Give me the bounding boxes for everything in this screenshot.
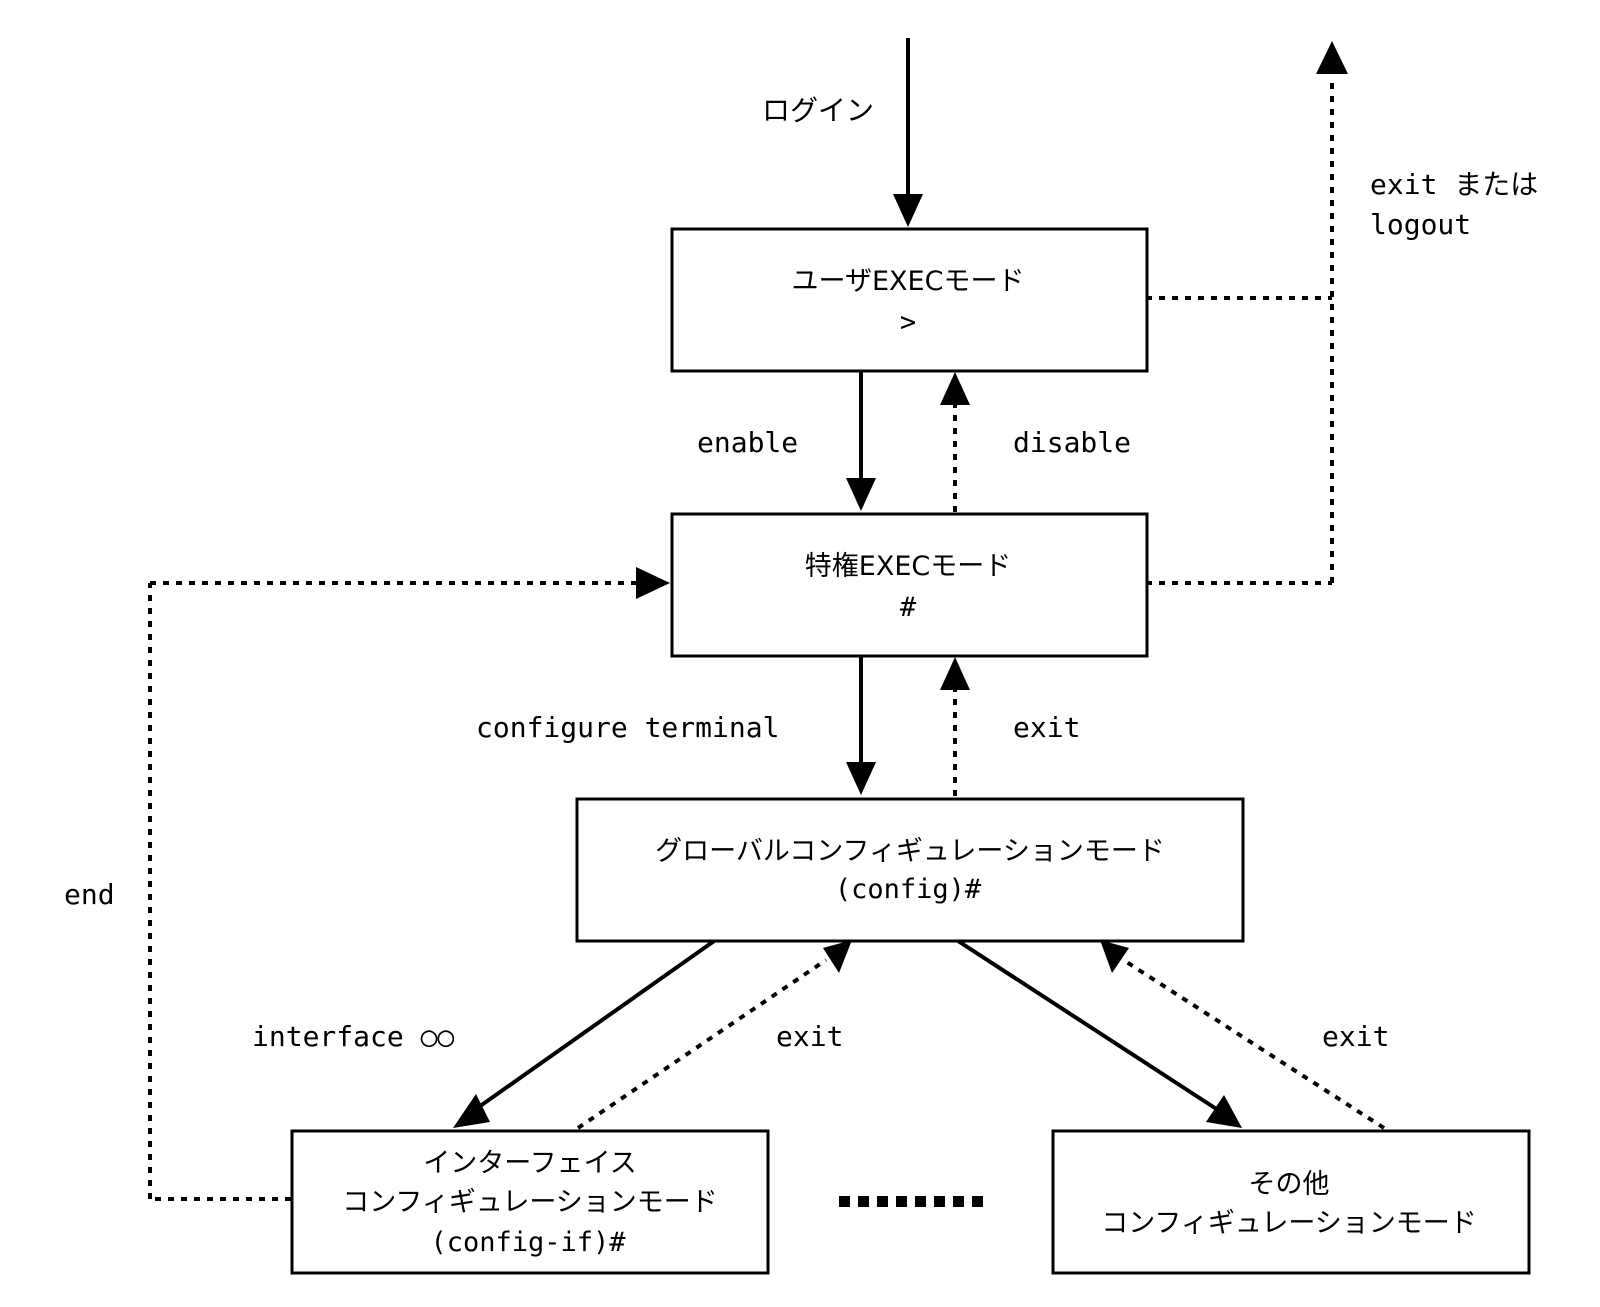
global-config-title: グローバルコンフィギュレーションモード — [655, 836, 1165, 867]
more-modes-ellipsis — [839, 1196, 983, 1207]
configure-terminal-arrowhead — [846, 762, 876, 795]
priv-exec-box — [670, 512, 1149, 658]
other-config-box — [1051, 1129, 1531, 1275]
priv-exec-title: 特権EXECモード — [805, 551, 1011, 582]
exit-logout-label-line1: exit または — [1370, 168, 1538, 201]
interface-config-box — [290, 1129, 770, 1275]
end-arrowhead — [636, 567, 670, 599]
disable-arrowhead — [940, 372, 970, 405]
ellipsis-dot — [877, 1196, 888, 1207]
exit-interface-arrow-line — [576, 958, 828, 1130]
node-interface-config: インターフェイス コンフィギュレーションモード (config-if)# — [290, 1129, 770, 1275]
exit-config-label: exit — [1013, 711, 1080, 744]
global-config-prompt: (config)# — [835, 874, 982, 905]
interface-arrow-line — [474, 937, 719, 1111]
exit-other-label: exit — [1322, 1020, 1389, 1053]
exit-interface-label: exit — [776, 1020, 843, 1053]
ellipsis-dot — [839, 1196, 850, 1207]
ellipsis-dot — [972, 1196, 983, 1207]
logout-arrowhead — [1316, 41, 1348, 74]
ellipsis-dot — [858, 1196, 869, 1207]
disable-label: disable — [1013, 426, 1131, 459]
other-config-title-line1: その他 — [1249, 1169, 1330, 1200]
user-exec-box — [670, 227, 1149, 373]
interface-label: interface ○○ — [252, 1020, 454, 1053]
user-exec-title: ユーザEXECモード — [792, 266, 1025, 297]
ellipsis-dot — [934, 1196, 945, 1207]
login-label: ログイン — [762, 94, 874, 127]
exit-config-arrowhead — [940, 657, 970, 690]
login-arrowhead — [893, 194, 923, 227]
node-priv-exec: 特権EXECモード # — [670, 512, 1149, 658]
node-global-config: グローバルコンフィギュレーションモード (config)# — [575, 797, 1245, 943]
configure-terminal-label: configure terminal — [476, 711, 779, 744]
exit-interface-arrowhead — [823, 940, 852, 973]
interface-config-title-line1: インターフェイス — [423, 1148, 637, 1179]
enable-label: enable — [697, 426, 798, 459]
interface-config-prompt: (config-if)# — [430, 1227, 626, 1258]
exit-other-arrowhead — [1100, 940, 1129, 973]
global-config-box — [575, 797, 1245, 943]
end-label: end — [64, 878, 115, 911]
ellipsis-dot — [953, 1196, 964, 1207]
exit-logout-label-line2: logout — [1370, 208, 1471, 241]
node-other-config: その他 コンフィギュレーションモード — [1051, 1129, 1531, 1275]
interface-arrowhead — [453, 1094, 490, 1128]
user-exec-prompt: > — [900, 307, 916, 338]
priv-exec-prompt: # — [900, 592, 917, 623]
other-config-title-line2: コンフィギュレーションモード — [1101, 1208, 1477, 1239]
enable-arrowhead — [846, 478, 876, 511]
node-user-exec: ユーザEXECモード > — [670, 227, 1149, 373]
other-config-arrow-line — [953, 937, 1220, 1112]
other-config-arrowhead — [1206, 1095, 1242, 1128]
ellipsis-dot — [896, 1196, 907, 1207]
interface-config-title-line2: コンフィギュレーションモード — [342, 1187, 718, 1218]
ellipsis-dot — [915, 1196, 926, 1207]
